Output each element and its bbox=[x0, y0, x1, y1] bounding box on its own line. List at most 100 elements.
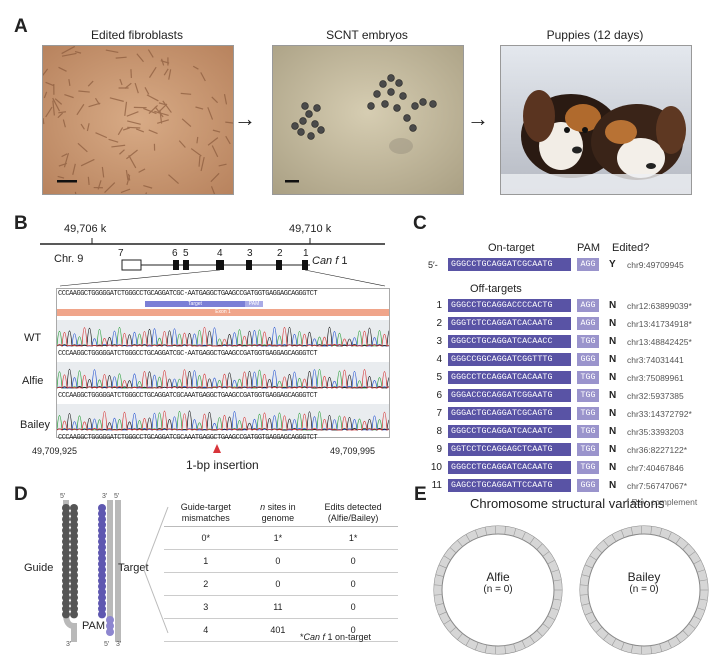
off-target-seq: GGGCCTGCAGGATCACAATG bbox=[448, 461, 571, 474]
cell-mark bbox=[147, 49, 154, 58]
chromosome-divider bbox=[521, 640, 526, 648]
target-3prime: 3′ bbox=[102, 493, 108, 500]
insertion-label: 1-bp insertion bbox=[186, 458, 259, 472]
off-target-chr: chr13:48842425* bbox=[627, 336, 692, 347]
chromosome-divider bbox=[551, 569, 559, 573]
alfie-sequence: CCCAAGGCTGGGGGATCTGGGCCTGCAGGATCGCAAATGA… bbox=[58, 392, 318, 400]
trace-line bbox=[56, 369, 393, 389]
trace-line bbox=[56, 410, 393, 431]
cell-mark bbox=[115, 56, 127, 59]
off-target-pam: TGG bbox=[577, 461, 599, 474]
guide-bead bbox=[62, 565, 70, 574]
sv-circles bbox=[433, 525, 709, 655]
chromosome-divider bbox=[580, 594, 589, 596]
off-target-pam: GGG bbox=[577, 353, 599, 366]
target-bead bbox=[98, 571, 106, 580]
guide-bead bbox=[70, 610, 78, 619]
guide-bead bbox=[70, 576, 78, 585]
table-footnote: *Can f 1 on-target bbox=[300, 632, 372, 642]
cell-mark bbox=[223, 93, 228, 105]
exon-2: 2 bbox=[277, 248, 283, 259]
target-bottom-3prime: 3′ bbox=[116, 641, 122, 648]
chromosome-divider bbox=[484, 527, 488, 536]
chromatogram-traces bbox=[56, 320, 393, 431]
off-target-index: 10 bbox=[430, 462, 442, 473]
off-target-index: 1 bbox=[436, 300, 442, 311]
chromosome-divider bbox=[542, 551, 550, 557]
cell-mark bbox=[218, 163, 227, 167]
off-target-edited: N bbox=[609, 426, 617, 437]
table-cell: 2 bbox=[164, 572, 248, 596]
cell-mark bbox=[119, 149, 125, 155]
cell-mark bbox=[125, 169, 129, 181]
guide-bead bbox=[62, 526, 70, 535]
chromosome-divider bbox=[693, 559, 701, 565]
guide-bead bbox=[70, 526, 78, 535]
off-target-seq: GGGCCTGCAGGACCCCACTG bbox=[448, 299, 571, 312]
cell-mark bbox=[61, 46, 76, 55]
off-target-pam: AGG bbox=[577, 299, 599, 312]
cell-mark bbox=[127, 126, 141, 129]
chromosome-divider bbox=[457, 633, 463, 640]
chromosome-divider bbox=[449, 547, 457, 554]
off-target-pam: AGG bbox=[577, 317, 599, 330]
guide-bead bbox=[70, 509, 78, 518]
guide-bead bbox=[70, 604, 78, 613]
panel-letter-b: B bbox=[14, 213, 28, 234]
cell-mark bbox=[134, 82, 139, 94]
guide-bead bbox=[70, 565, 78, 574]
off-target-seq: GGGACTGCAGGATCGCAGTG bbox=[448, 407, 571, 420]
chromosome-divider bbox=[513, 528, 517, 537]
cell-mark bbox=[74, 50, 82, 54]
embryos-image bbox=[272, 45, 464, 195]
trace-line bbox=[56, 369, 393, 389]
chromosome-divider bbox=[699, 579, 708, 582]
target-bead bbox=[98, 604, 106, 613]
chromosome-divider bbox=[529, 635, 535, 643]
off-target-edited: N bbox=[609, 354, 617, 365]
table-cell: 3 bbox=[164, 595, 248, 619]
cell-mark bbox=[126, 111, 139, 117]
chromosome-divider bbox=[536, 543, 543, 550]
guide-bead bbox=[70, 588, 78, 596]
cell-mark bbox=[43, 91, 48, 99]
insertion-marker-icon bbox=[213, 444, 221, 453]
cell-mark bbox=[87, 80, 94, 87]
cell-mark bbox=[160, 58, 165, 66]
exon-7: 7 bbox=[118, 248, 124, 259]
guide-bead bbox=[70, 560, 78, 568]
off-target-chr: chr3:75089961 bbox=[627, 372, 684, 383]
chromosome-divider bbox=[439, 564, 447, 569]
cell-mark bbox=[144, 87, 150, 95]
chromosome-divider bbox=[697, 607, 705, 611]
header-edits: Edits detected (Alfie/Bailey) bbox=[308, 500, 398, 527]
panel-letter-c: C bbox=[413, 213, 427, 234]
target-bead bbox=[98, 543, 106, 552]
cell-mark bbox=[168, 174, 179, 185]
off-target-pam: TGG bbox=[577, 443, 599, 456]
on-target-edited: Y bbox=[609, 259, 616, 270]
guide-bead bbox=[70, 571, 78, 580]
on-target-row: 5′- GGGCCTGCAGGATCGCAATG AGG Y chr9:4970… bbox=[428, 258, 684, 271]
edited-header: Edited? bbox=[612, 242, 650, 254]
chromosome-divider bbox=[465, 534, 471, 542]
cell-mark bbox=[225, 121, 233, 124]
off-target-edited: N bbox=[609, 300, 617, 311]
cell-mark bbox=[52, 97, 61, 112]
chromosome-divider bbox=[688, 551, 696, 557]
on-target-pam: AGG bbox=[577, 258, 599, 271]
chromosome-divider bbox=[682, 630, 689, 637]
panel-letter-a: A bbox=[14, 16, 28, 37]
guide-bead bbox=[62, 532, 70, 540]
caption-embryos: SCNT embryos bbox=[326, 28, 408, 42]
cell-mark bbox=[88, 102, 101, 108]
cell-mark bbox=[138, 168, 146, 173]
chromosome-divider bbox=[457, 540, 463, 547]
on-target-chr: chr9:49709945 bbox=[627, 259, 684, 270]
cell-mark bbox=[195, 106, 204, 110]
table-cell: 0 bbox=[247, 572, 309, 596]
off-target-index: 8 bbox=[436, 426, 442, 437]
